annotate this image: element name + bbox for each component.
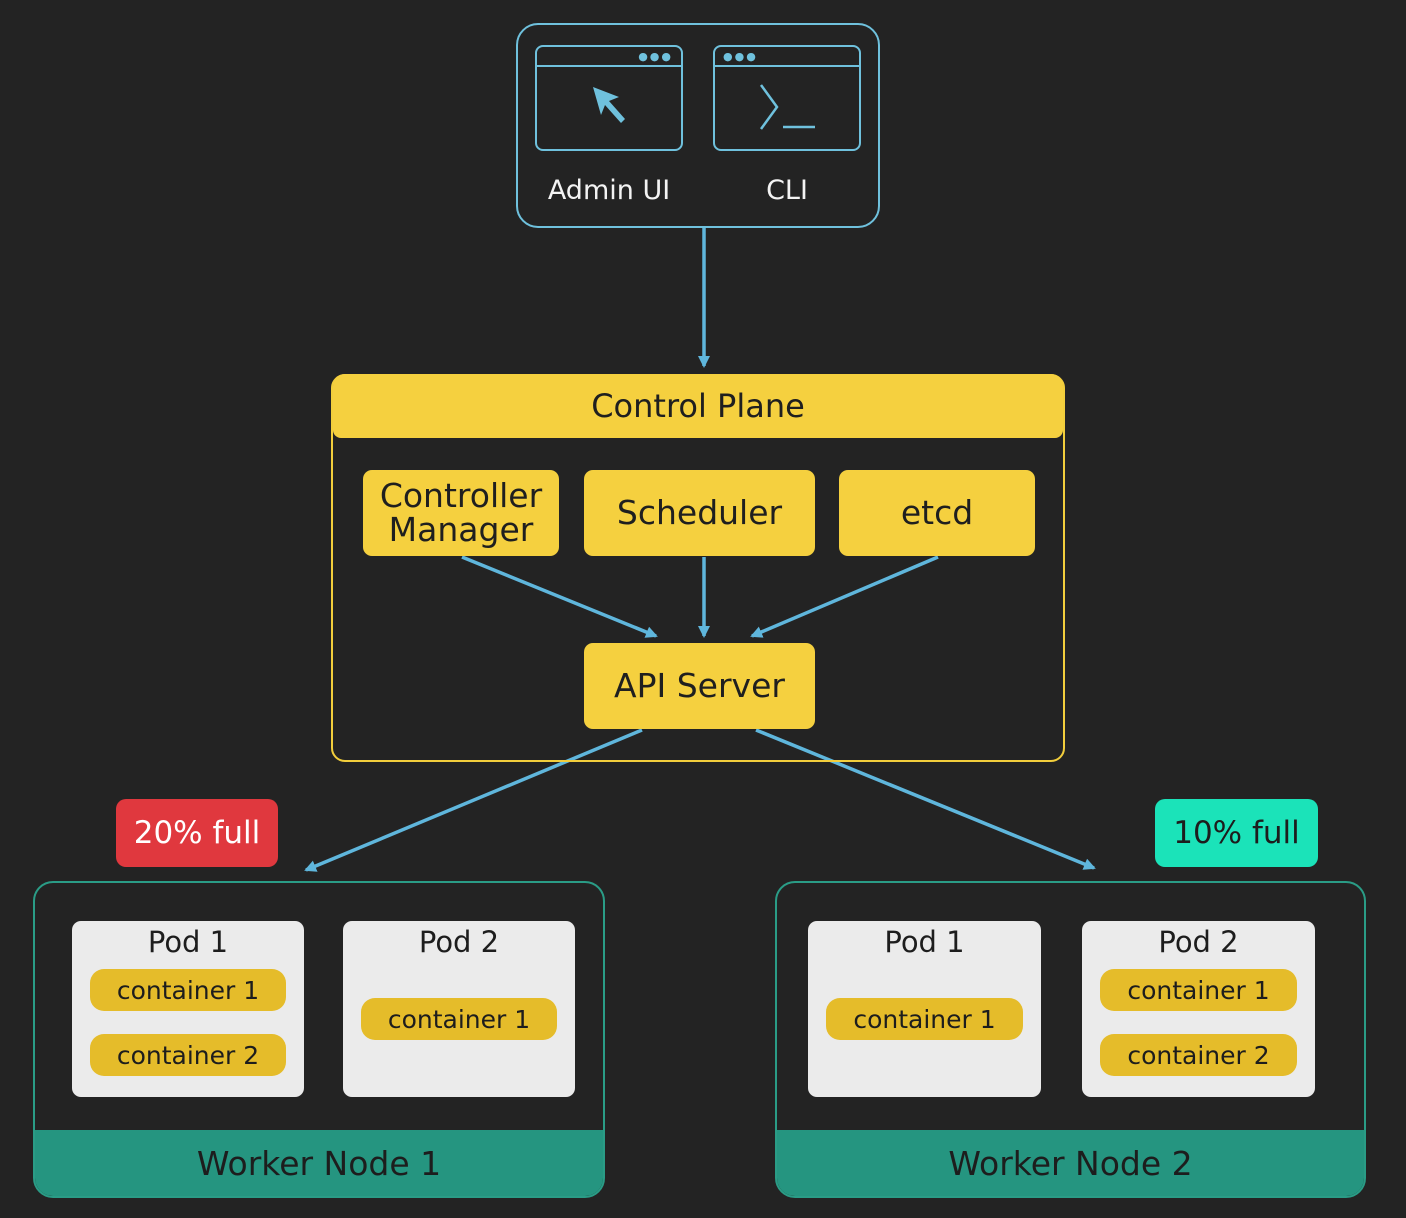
api-server-box: API Server xyxy=(584,643,815,729)
terminal-prompt-icon xyxy=(759,84,815,130)
etcd-box: etcd xyxy=(839,470,1035,556)
admin-ui-window: ●●● xyxy=(535,45,683,151)
pod-title: Pod 2 xyxy=(418,925,500,959)
worker-node-2-label: Worker Node 2 xyxy=(777,1130,1364,1196)
worker-node-1-pod-2: Pod 2 container 1 xyxy=(343,921,575,1097)
clients-group: ●●● ●●● Admin UI CLI xyxy=(516,23,880,228)
container-chip: container 1 xyxy=(826,998,1023,1040)
worker-node-1: Pod 1 container 1 container 2 Pod 2 cont… xyxy=(33,881,605,1198)
container-chip: container 1 xyxy=(1100,969,1297,1011)
controller-manager-box: Controller Manager xyxy=(363,470,559,556)
worker-node-2-pod-2: Pod 2 container 1 container 2 xyxy=(1082,921,1315,1097)
worker-node-2-pod-1: Pod 1 container 1 xyxy=(808,921,1041,1097)
cli-label: CLI xyxy=(766,175,808,206)
pod-title: Pod 1 xyxy=(147,925,229,959)
cli-window: ●●● xyxy=(713,45,861,151)
pod-title: Pod 2 xyxy=(1158,925,1239,959)
container-chip: container 2 xyxy=(1100,1034,1297,1076)
worker-node-2-capacity-badge: 10% full xyxy=(1155,799,1318,867)
pod-title: Pod 1 xyxy=(884,925,965,959)
worker-node-1-capacity-badge: 20% full xyxy=(116,799,278,867)
worker-node-1-label: Worker Node 1 xyxy=(35,1130,603,1196)
admin-ui-label: Admin UI xyxy=(547,175,671,206)
container-chip: container 2 xyxy=(90,1034,286,1076)
container-chip: container 1 xyxy=(361,998,557,1040)
control-plane-title: Control Plane xyxy=(333,374,1063,438)
worker-node-1-pod-1: Pod 1 container 1 container 2 xyxy=(72,921,304,1097)
container-chip: container 1 xyxy=(90,969,286,1011)
worker-node-2: Pod 1 container 1 Pod 2 container 1 cont… xyxy=(775,881,1366,1198)
cursor-arrow-icon xyxy=(593,87,625,123)
scheduler-box: Scheduler xyxy=(584,470,815,556)
